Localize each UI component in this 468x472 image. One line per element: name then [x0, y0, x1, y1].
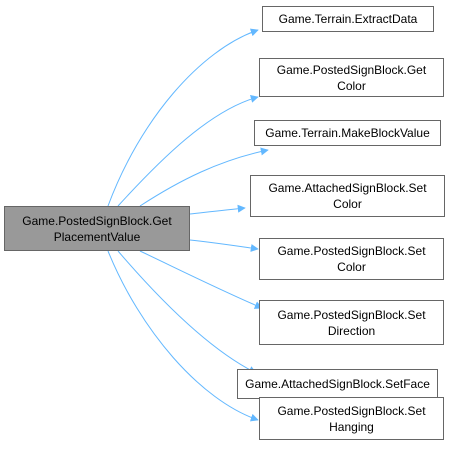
source-node-line2: PlacementValue — [53, 229, 141, 244]
target-node-setface[interactable]: Game.AttachedSignBlock.SetFace — [237, 369, 438, 399]
edge-to-setface — [117, 250, 257, 374]
target-node-extractdata[interactable]: Game.Terrain.ExtractData — [262, 6, 434, 32]
edge-to-posted-setcolor — [189, 239, 259, 252]
target-node-label-line1: Game.PostedSignBlock.Set — [277, 244, 426, 258]
target-node-label-line2: Color — [337, 78, 366, 93]
target-node-makeblockvalue[interactable]: Game.Terrain.MakeBlockValue — [254, 120, 441, 146]
target-node-label-line1: Game.PostedSignBlock.Set — [277, 403, 426, 418]
edge-to-makeblockvalue — [139, 147, 269, 207]
target-node-attached-setcolor[interactable]: Game.AttachedSignBlock.Set Color — [250, 175, 445, 217]
target-node-sethanging[interactable]: Game.PostedSignBlock.Set Hanging — [259, 397, 444, 440]
edge-to-sethanging — [107, 250, 259, 422]
edge-to-attached-setcolor — [189, 204, 246, 215]
source-node-getplacementvalue[interactable]: Game.PostedSignBlock.Get PlacementValue — [4, 206, 190, 251]
target-node-label: Game.Terrain.ExtractData — [278, 12, 418, 26]
target-node-label-line2: Color — [333, 197, 362, 211]
edge-to-getcolor — [117, 95, 259, 207]
target-node-label-line1: Game.PostedSignBlock.Get — [276, 62, 427, 77]
target-node-label-line1: Game.AttachedSignBlock.Set — [268, 181, 427, 195]
target-node-posted-getcolor[interactable]: Game.PostedSignBlock.Get Color — [259, 58, 444, 97]
source-node-line1: Game.PostedSignBlock.Get — [22, 213, 172, 228]
target-node-label: Game.AttachedSignBlock.SetFace — [245, 377, 430, 391]
target-node-label: Game.Terrain.MakeBlockValue — [265, 126, 430, 140]
target-node-setdirection[interactable]: Game.PostedSignBlock.Set Direction — [259, 300, 444, 345]
target-node-label-line1: Game.PostedSignBlock.Set — [277, 307, 426, 322]
target-node-label-line2: Color — [337, 260, 366, 274]
edge-to-extractdata — [107, 28, 259, 207]
target-node-label-line2: Hanging — [329, 419, 374, 434]
target-node-label-line2: Direction — [327, 323, 376, 338]
target-node-posted-setcolor[interactable]: Game.PostedSignBlock.Set Color — [259, 238, 444, 280]
edge-to-setdirection — [139, 250, 263, 309]
